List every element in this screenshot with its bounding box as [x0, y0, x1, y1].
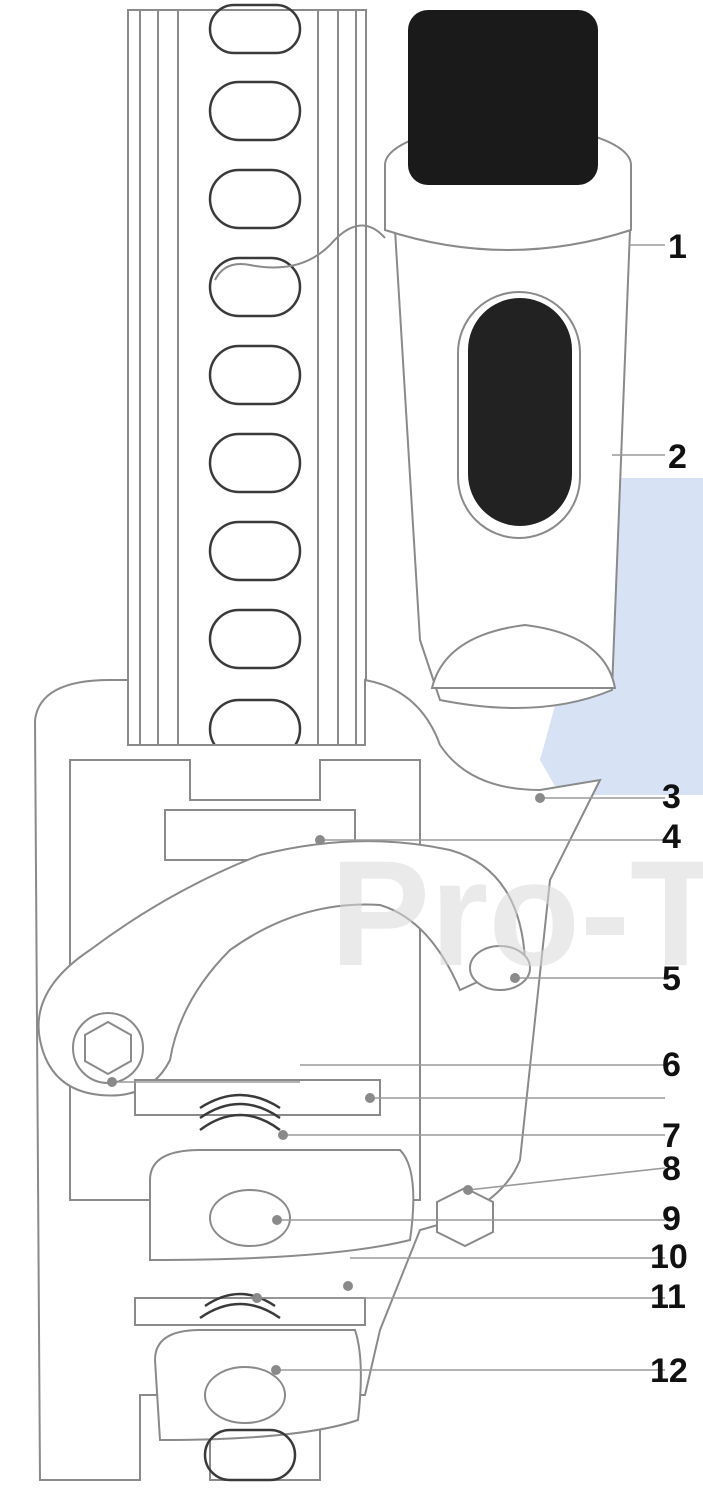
leader-dot-12	[271, 1365, 281, 1375]
leader-dot-7	[278, 1130, 288, 1140]
cross-pin-lower	[134, 1297, 366, 1326]
handle-window-inner	[468, 298, 572, 526]
leader-dot-3	[535, 793, 545, 803]
clip-wire	[214, 224, 386, 281]
callout-number: 9	[662, 1200, 681, 1238]
leader-lines	[107, 244, 666, 1375]
body-casting	[33, 678, 602, 1482]
leader-line-8	[467, 1167, 666, 1191]
leader-dot-11	[252, 1293, 262, 1303]
leader-dot-8	[463, 1185, 473, 1195]
leader-dot-11b	[343, 1281, 353, 1291]
callout-number: 12	[650, 1352, 688, 1390]
upper-pin-head	[209, 1189, 291, 1247]
callout-number: 4	[662, 818, 681, 856]
leader-dot-9	[272, 1215, 282, 1225]
rack-hole	[208, 344, 302, 406]
callout-number: 1	[668, 228, 687, 266]
leader-dot-5	[510, 973, 520, 983]
upper-spring	[199, 1093, 281, 1132]
lever-pivot-nut	[84, 1020, 132, 1076]
rack-bar-outer	[127, 9, 367, 746]
lower-pin-head	[204, 1366, 286, 1424]
rack-bar	[127, 3, 367, 760]
rack-hole	[208, 432, 302, 494]
callout-number: 8	[662, 1150, 681, 1188]
climbing-lever	[37, 840, 527, 1097]
callout-number: 2	[668, 438, 687, 476]
lower-spring	[199, 1292, 281, 1320]
handle-collar-band	[384, 165, 632, 251]
callout-number: 3	[662, 778, 681, 816]
rack-hole	[208, 80, 302, 142]
handle-assembly	[214, 10, 632, 709]
callout-number: 11	[650, 1278, 686, 1316]
handle-grip	[408, 10, 598, 185]
rack-hole-bottom	[203, 1428, 297, 1482]
leader-dot-4	[315, 835, 325, 845]
rack-hole	[208, 3, 302, 55]
leader-dot-7a	[365, 1093, 375, 1103]
rack-hole	[208, 256, 302, 318]
callout-number: 6	[662, 1046, 681, 1084]
watermark-text: Pro-T	[330, 829, 703, 997]
callout-number: 7	[662, 1117, 681, 1155]
callout-number: 5	[662, 960, 681, 998]
rack-hole	[208, 520, 302, 582]
callout-number: 10	[650, 1238, 688, 1276]
leader-dot-6	[107, 1077, 117, 1087]
handle-foot	[430, 623, 617, 689]
callout-numbers: 1 2 3 4 5 6 7 8 9 10 11 12	[650, 228, 688, 1390]
rack-hole	[208, 168, 302, 230]
rack-hole	[208, 608, 302, 670]
side-bolt	[436, 1186, 494, 1248]
